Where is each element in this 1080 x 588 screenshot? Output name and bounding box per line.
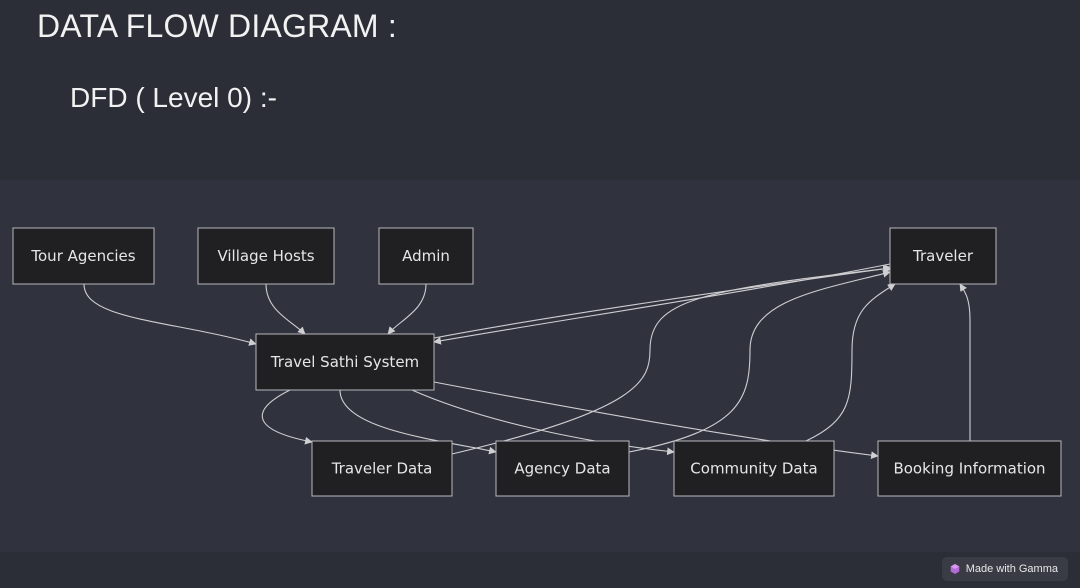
edge-traveler-to-system [433, 263, 891, 345]
node-label: Community Data [690, 460, 817, 478]
edge-system-to-traveler [433, 265, 891, 339]
node-traveler: Traveler [889, 227, 997, 285]
node-label: Village Hosts [217, 247, 314, 265]
edge-traveler-data-to-traveler [451, 264, 893, 455]
edge-agency-data-to-traveler [628, 269, 891, 453]
edge-system-to-traveler-data [261, 389, 313, 445]
node-label: Agency Data [514, 460, 610, 478]
made-with-gamma-badge[interactable]: Made with Gamma [941, 557, 1068, 581]
node-community-data: Community Data [673, 440, 835, 497]
node-travel-sathi-system: Travel Sathi System [255, 333, 435, 391]
edges [83, 263, 971, 459]
edge-tour-agencies-to-system [83, 283, 257, 346]
edge-community-data-to-traveler [805, 283, 896, 442]
node-label: Traveler [912, 247, 974, 265]
node-label: Booking Information [893, 460, 1045, 478]
data-flow-diagram: Tour Agencies Village Hosts Admin Travel… [12, 227, 1062, 497]
node-label: Tour Agencies [30, 247, 135, 265]
node-village-hosts: Village Hosts [197, 227, 335, 285]
edge-system-to-community-data [411, 389, 675, 456]
node-admin: Admin [378, 227, 474, 285]
node-agency-data: Agency Data [495, 440, 630, 497]
edge-booking-information-to-traveler [959, 283, 971, 441]
node-tour-agencies: Tour Agencies [12, 227, 155, 285]
node-label: Traveler Data [331, 460, 433, 478]
node-booking-information: Booking Information [877, 440, 1062, 497]
page-title: DATA FLOW DIAGRAM : [37, 8, 397, 44]
gamma-logo-icon [950, 564, 959, 574]
page-subtitle: DFD ( Level 0) :- [70, 82, 277, 113]
edge-village-hosts-to-system [265, 283, 306, 335]
node-traveler-data: Traveler Data [311, 440, 453, 497]
diagram-panel: Tour Agencies Village Hosts Admin Travel… [0, 180, 1080, 552]
node-label: Admin [402, 247, 450, 265]
node-label: Travel Sathi System [270, 353, 419, 371]
edge-system-to-agency-data [339, 389, 497, 455]
badge-label: Made with Gamma [965, 563, 1058, 575]
edge-admin-to-system [387, 283, 427, 335]
